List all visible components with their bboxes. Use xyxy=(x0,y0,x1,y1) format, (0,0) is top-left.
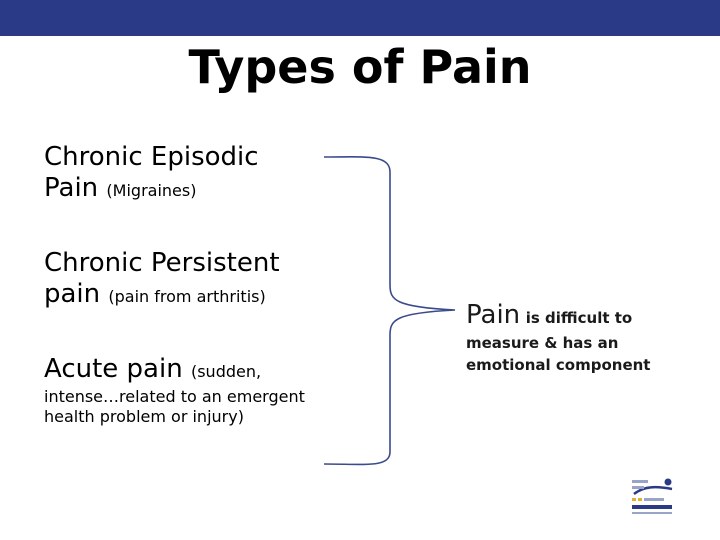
conclusion-line2: measure & has an xyxy=(466,334,619,352)
item-note: (Migraines) xyxy=(106,181,197,200)
organization-logo-icon xyxy=(632,478,673,514)
item-heading-line2: Pain (Migraines) xyxy=(44,173,344,206)
top-banner xyxy=(0,0,720,36)
conclusion-lead-rest: is difficult to xyxy=(525,309,633,327)
item-heading-line1: Acute pain (sudden, xyxy=(44,354,344,387)
pain-type-acute: Acute pain (sudden, intense…related to a… xyxy=(44,354,344,427)
conclusion-lead: Pain xyxy=(466,300,521,330)
conclusion-line1: Pain is difficult to xyxy=(466,298,706,332)
item-heading-line2: pain (pain from arthritis) xyxy=(44,279,344,312)
item-heading-word: pain xyxy=(44,279,101,309)
item-note: (pain from arthritis) xyxy=(108,287,266,306)
conclusion-text: Pain is difficult to measure & has an em… xyxy=(466,298,706,376)
pain-type-chronic-episodic: Chronic Episodic Pain (Migraines) xyxy=(44,142,344,206)
pain-type-chronic-persistent: Chronic Persistent pain (pain from arthr… xyxy=(44,248,344,312)
slide-title: Types of Pain xyxy=(188,40,532,94)
conclusion-line3: emotional component xyxy=(466,356,651,374)
item-heading-word: Pain xyxy=(44,173,99,203)
item-note: (sudden, xyxy=(190,362,262,381)
item-heading-line1: Chronic Persistent xyxy=(44,248,280,278)
item-heading-line1: Chronic Episodic xyxy=(44,142,259,172)
item-note-line2: intense…related to an emergent xyxy=(44,387,305,406)
item-note-line3: health problem or injury) xyxy=(44,407,244,426)
item-heading-word: Acute pain xyxy=(44,354,183,384)
